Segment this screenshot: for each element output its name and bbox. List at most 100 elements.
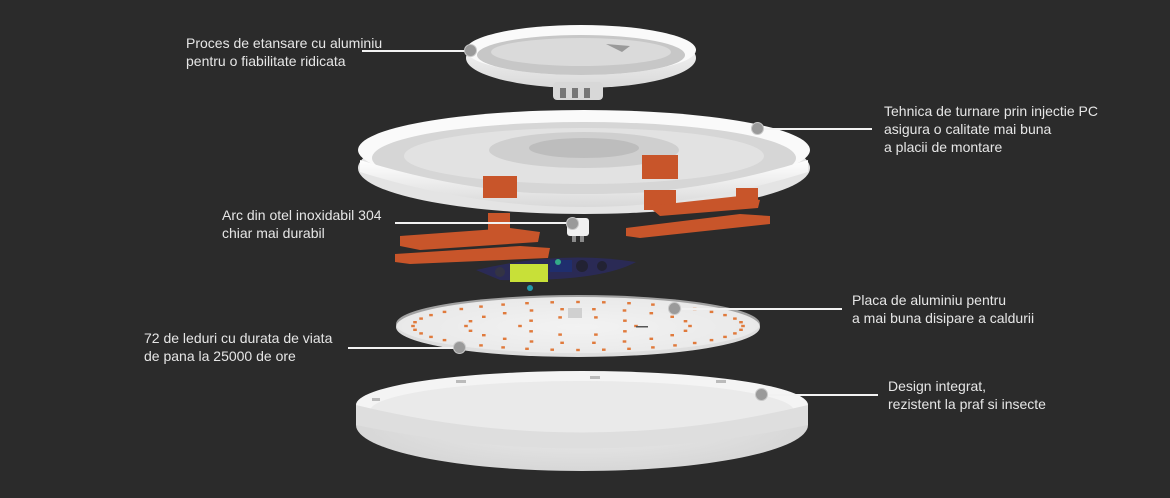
led-chip <box>482 334 486 337</box>
led-chip <box>723 313 727 317</box>
led-chip <box>429 313 433 317</box>
led-chip <box>529 319 533 322</box>
led-chip <box>733 332 737 335</box>
led-chip <box>651 303 655 306</box>
led-chip <box>733 317 737 320</box>
led-chip <box>413 328 417 331</box>
led-chip <box>670 315 674 318</box>
led-chip <box>576 300 580 304</box>
led-chip <box>479 305 483 308</box>
led-chip <box>649 312 654 315</box>
led-chip <box>576 348 580 352</box>
led-chip <box>688 324 692 328</box>
led-chip <box>529 330 533 333</box>
callout-text-line: asigura o calitate mai buna <box>884 121 1052 137</box>
callout-line-aluminium-plate <box>682 308 842 310</box>
callout-dot-sealing <box>464 44 477 57</box>
callout-dot-design <box>755 388 768 401</box>
led-chip <box>623 330 627 333</box>
led-chip <box>670 334 674 337</box>
led-chip <box>683 329 688 332</box>
led-chip <box>560 308 564 311</box>
callout-dot-aluminium-plate <box>668 302 681 315</box>
callout-text-line: de pana la 25000 de ore <box>144 348 296 364</box>
callout-text-line: a mai buna disipare a caldurii <box>852 310 1035 326</box>
callout-text-line: Tehnica de turnare prin injectie PC <box>884 103 1099 119</box>
led-chip <box>501 303 505 306</box>
callout-line-injection <box>762 128 872 130</box>
led-chip <box>558 316 562 319</box>
led-chip <box>464 324 468 328</box>
callout-text-line: Design integrat, <box>888 378 987 394</box>
callout-dot-leds <box>453 341 466 354</box>
callout-dot-injection <box>751 122 764 135</box>
led-chip <box>411 324 415 328</box>
led-chip <box>529 340 534 343</box>
mounting-rails <box>395 188 770 264</box>
led-chip <box>741 324 745 328</box>
led-chips <box>411 300 745 352</box>
led-chip <box>468 329 473 332</box>
led-chip <box>739 328 743 331</box>
led-chip <box>501 346 505 349</box>
led-chip <box>723 335 727 339</box>
led-chip <box>602 301 606 304</box>
led-chip <box>468 320 473 323</box>
callout-label-leds: 72 de leduri cu durata de viata de pana … <box>144 329 332 365</box>
led-chip <box>692 341 697 345</box>
mounting-plate <box>358 110 810 214</box>
led-chip <box>627 347 631 350</box>
driver-board <box>476 257 636 291</box>
led-chip <box>442 338 447 342</box>
callout-label-design: Design integrat, rezistent la praf si in… <box>888 377 1046 413</box>
led-chip <box>622 309 627 312</box>
led-chip <box>502 312 507 315</box>
diffuser-cover <box>356 371 808 471</box>
led-chip <box>419 317 423 320</box>
led-chip <box>739 321 743 324</box>
led-chip <box>683 320 688 323</box>
callout-label-spring: Arc din otel inoxidabil 304 chiar mai du… <box>222 206 382 242</box>
callout-text-line: 72 de leduri cu durata de viata <box>144 330 333 346</box>
led-chip <box>592 308 596 311</box>
led-chip <box>592 341 596 344</box>
led-chip <box>525 347 529 350</box>
callout-text-line: Placa de aluminiu pentru <box>852 292 1007 308</box>
led-chip <box>649 337 654 340</box>
callout-text-line: rezistent la praf si insecte <box>888 396 1046 412</box>
callout-label-aluminium-plate: Placa de aluminiu pentru a mai buna disi… <box>852 291 1034 327</box>
callout-label-injection: Tehnica de turnare prin injectie PC asig… <box>884 102 1098 156</box>
led-chip <box>459 307 464 311</box>
led-chip <box>558 333 562 336</box>
callout-line-sealing <box>362 50 470 52</box>
led-chip <box>594 333 598 336</box>
led-chip <box>602 348 606 351</box>
led-chip <box>709 338 714 342</box>
led-chip <box>550 348 554 351</box>
led-chip <box>550 301 554 304</box>
top-cap <box>466 25 696 100</box>
led-chip <box>518 324 522 328</box>
led-chip <box>623 319 627 322</box>
led-chip <box>594 316 598 319</box>
callout-line-design <box>766 394 878 396</box>
led-chip <box>413 321 417 324</box>
led-chip <box>502 337 507 340</box>
callout-dot-spring <box>566 217 579 230</box>
led-chip <box>709 310 714 314</box>
callout-text-line: pentru o fiabilitate ridicata <box>186 53 346 69</box>
callout-text-line: Proces de etansare cu aluminiu <box>186 35 383 51</box>
callout-line-leds <box>348 347 458 349</box>
led-chip <box>482 315 486 318</box>
led-chip <box>442 310 447 314</box>
callout-line-spring <box>395 222 573 224</box>
led-chip <box>429 335 433 339</box>
callout-text-line: a placii de montare <box>884 139 1003 155</box>
led-chip <box>651 346 655 349</box>
led-chip <box>673 344 677 347</box>
callout-label-sealing: Proces de etansare cu aluminiu pentru o … <box>186 34 382 70</box>
led-chip <box>479 344 483 347</box>
led-chip <box>419 332 423 335</box>
